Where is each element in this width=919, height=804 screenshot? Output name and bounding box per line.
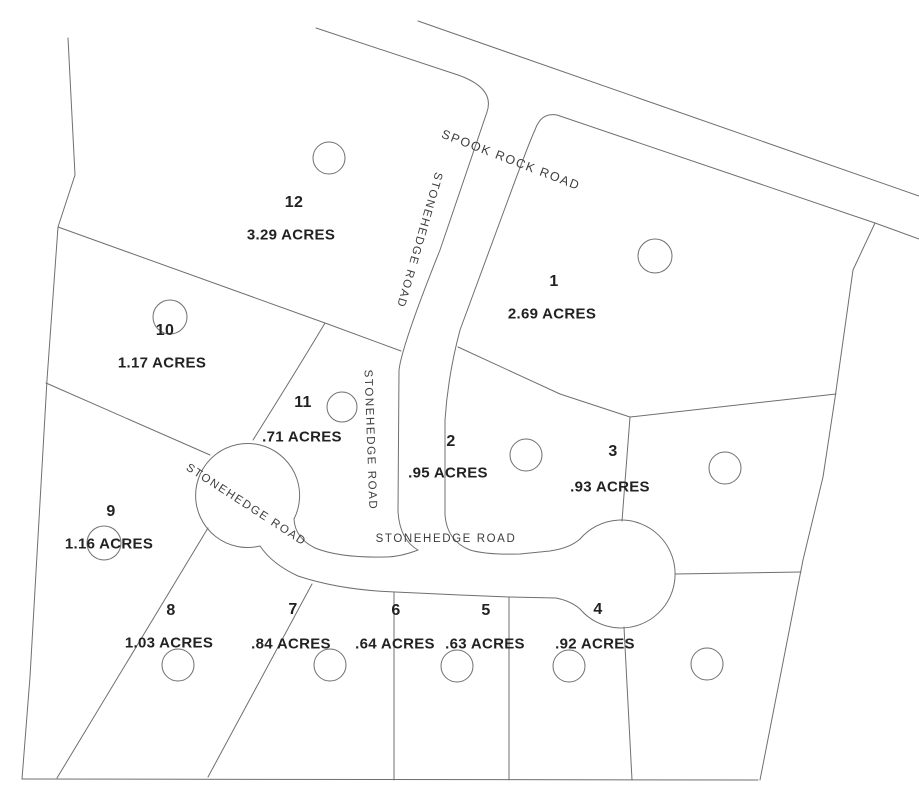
road-culdesac-west — [195, 443, 301, 548]
lot-boundary-9-8 — [56, 527, 209, 779]
lot-boundary-1-3 — [629, 393, 837, 418]
lot-marker-circle-5 — [552, 649, 586, 683]
lot-marker-circle-12 — [312, 141, 346, 175]
road-edge-spook-rock-upper — [417, 20, 919, 197]
lot-12-number: 12 — [284, 194, 304, 211]
lot-6-number: 6 — [391, 602, 401, 619]
lot-marker-circle-1 — [637, 238, 673, 274]
lot-2-acreage: .95 ACRES — [408, 464, 488, 482]
lot-11-number: 11 — [294, 394, 312, 411]
lot-boundary-10-11 — [252, 322, 326, 441]
lot-1-acreage: 2.69 ACRES — [507, 305, 597, 323]
road-edge-corridor-inner-west — [293, 518, 419, 558]
lot-3-number: 3 — [608, 443, 618, 460]
road-edge-corridor-top-east-stonehedge-right — [444, 114, 919, 555]
road-label-stonehedge-road-horizontal: STONEHEDGE ROAD — [375, 533, 517, 545]
lot-boundary-5-4 — [623, 626, 633, 781]
lot-marker-circle-11 — [326, 391, 358, 423]
lot-9-acreage: 1.16 ACRES — [64, 535, 154, 553]
lot-4-number: 4 — [593, 601, 603, 618]
lot-marker-circle-6 — [440, 649, 474, 683]
lot-2-number: 2 — [446, 433, 456, 450]
lot-10-number: 10 — [155, 322, 175, 339]
lot-11-acreage: .71 ACRES — [262, 428, 342, 446]
lot-7-acreage: .84 ACRES — [251, 635, 331, 653]
lot-marker-circle-2 — [509, 438, 543, 472]
lot-boundary-12-10 — [57, 226, 402, 352]
lot-marker-circle-3 — [708, 451, 742, 485]
lot-3-acreage: .93 ACRES — [570, 478, 650, 496]
lot-8-number: 8 — [166, 602, 176, 619]
lot-marker-circle-7 — [313, 648, 347, 682]
lot-9-number: 9 — [106, 503, 116, 520]
lot-7-number: 7 — [288, 601, 298, 618]
road-edge-corridor-outer — [259, 545, 581, 610]
lot-boundary-west — [21, 37, 76, 780]
road-edge-spook-lower-west-stonehedge-left — [315, 27, 489, 551]
lot-1-number: 1 — [549, 273, 559, 290]
lot-boundary-2-3 — [621, 416, 631, 522]
lot-marker-circle-10 — [152, 299, 188, 335]
lot-boundary-bottom — [21, 778, 759, 781]
lot-6-acreage: .64 ACRES — [355, 635, 435, 653]
lot-boundary-1-south — [457, 346, 631, 418]
lot-4-acreage: .92 ACRES — [555, 635, 635, 653]
lot-marker-circle-9 — [86, 525, 122, 561]
lot-marker-circle-8 — [161, 648, 195, 682]
lot-5-acreage: .63 ACRES — [445, 635, 525, 653]
lot-10-acreage: 1.17 ACRES — [117, 354, 207, 372]
lot-5-number: 5 — [481, 602, 491, 619]
lot-marker-circle-4 — [690, 647, 724, 681]
lot-12-acreage: 3.29 ACRES — [246, 226, 336, 244]
lot-boundary-8-7 — [207, 583, 313, 778]
lot-8-acreage: 1.03 ACRES — [124, 634, 214, 652]
lot-boundary-east-of-bulb — [674, 571, 802, 575]
lot-boundary-10-9 — [45, 382, 211, 456]
lot-boundary-east — [759, 222, 876, 781]
